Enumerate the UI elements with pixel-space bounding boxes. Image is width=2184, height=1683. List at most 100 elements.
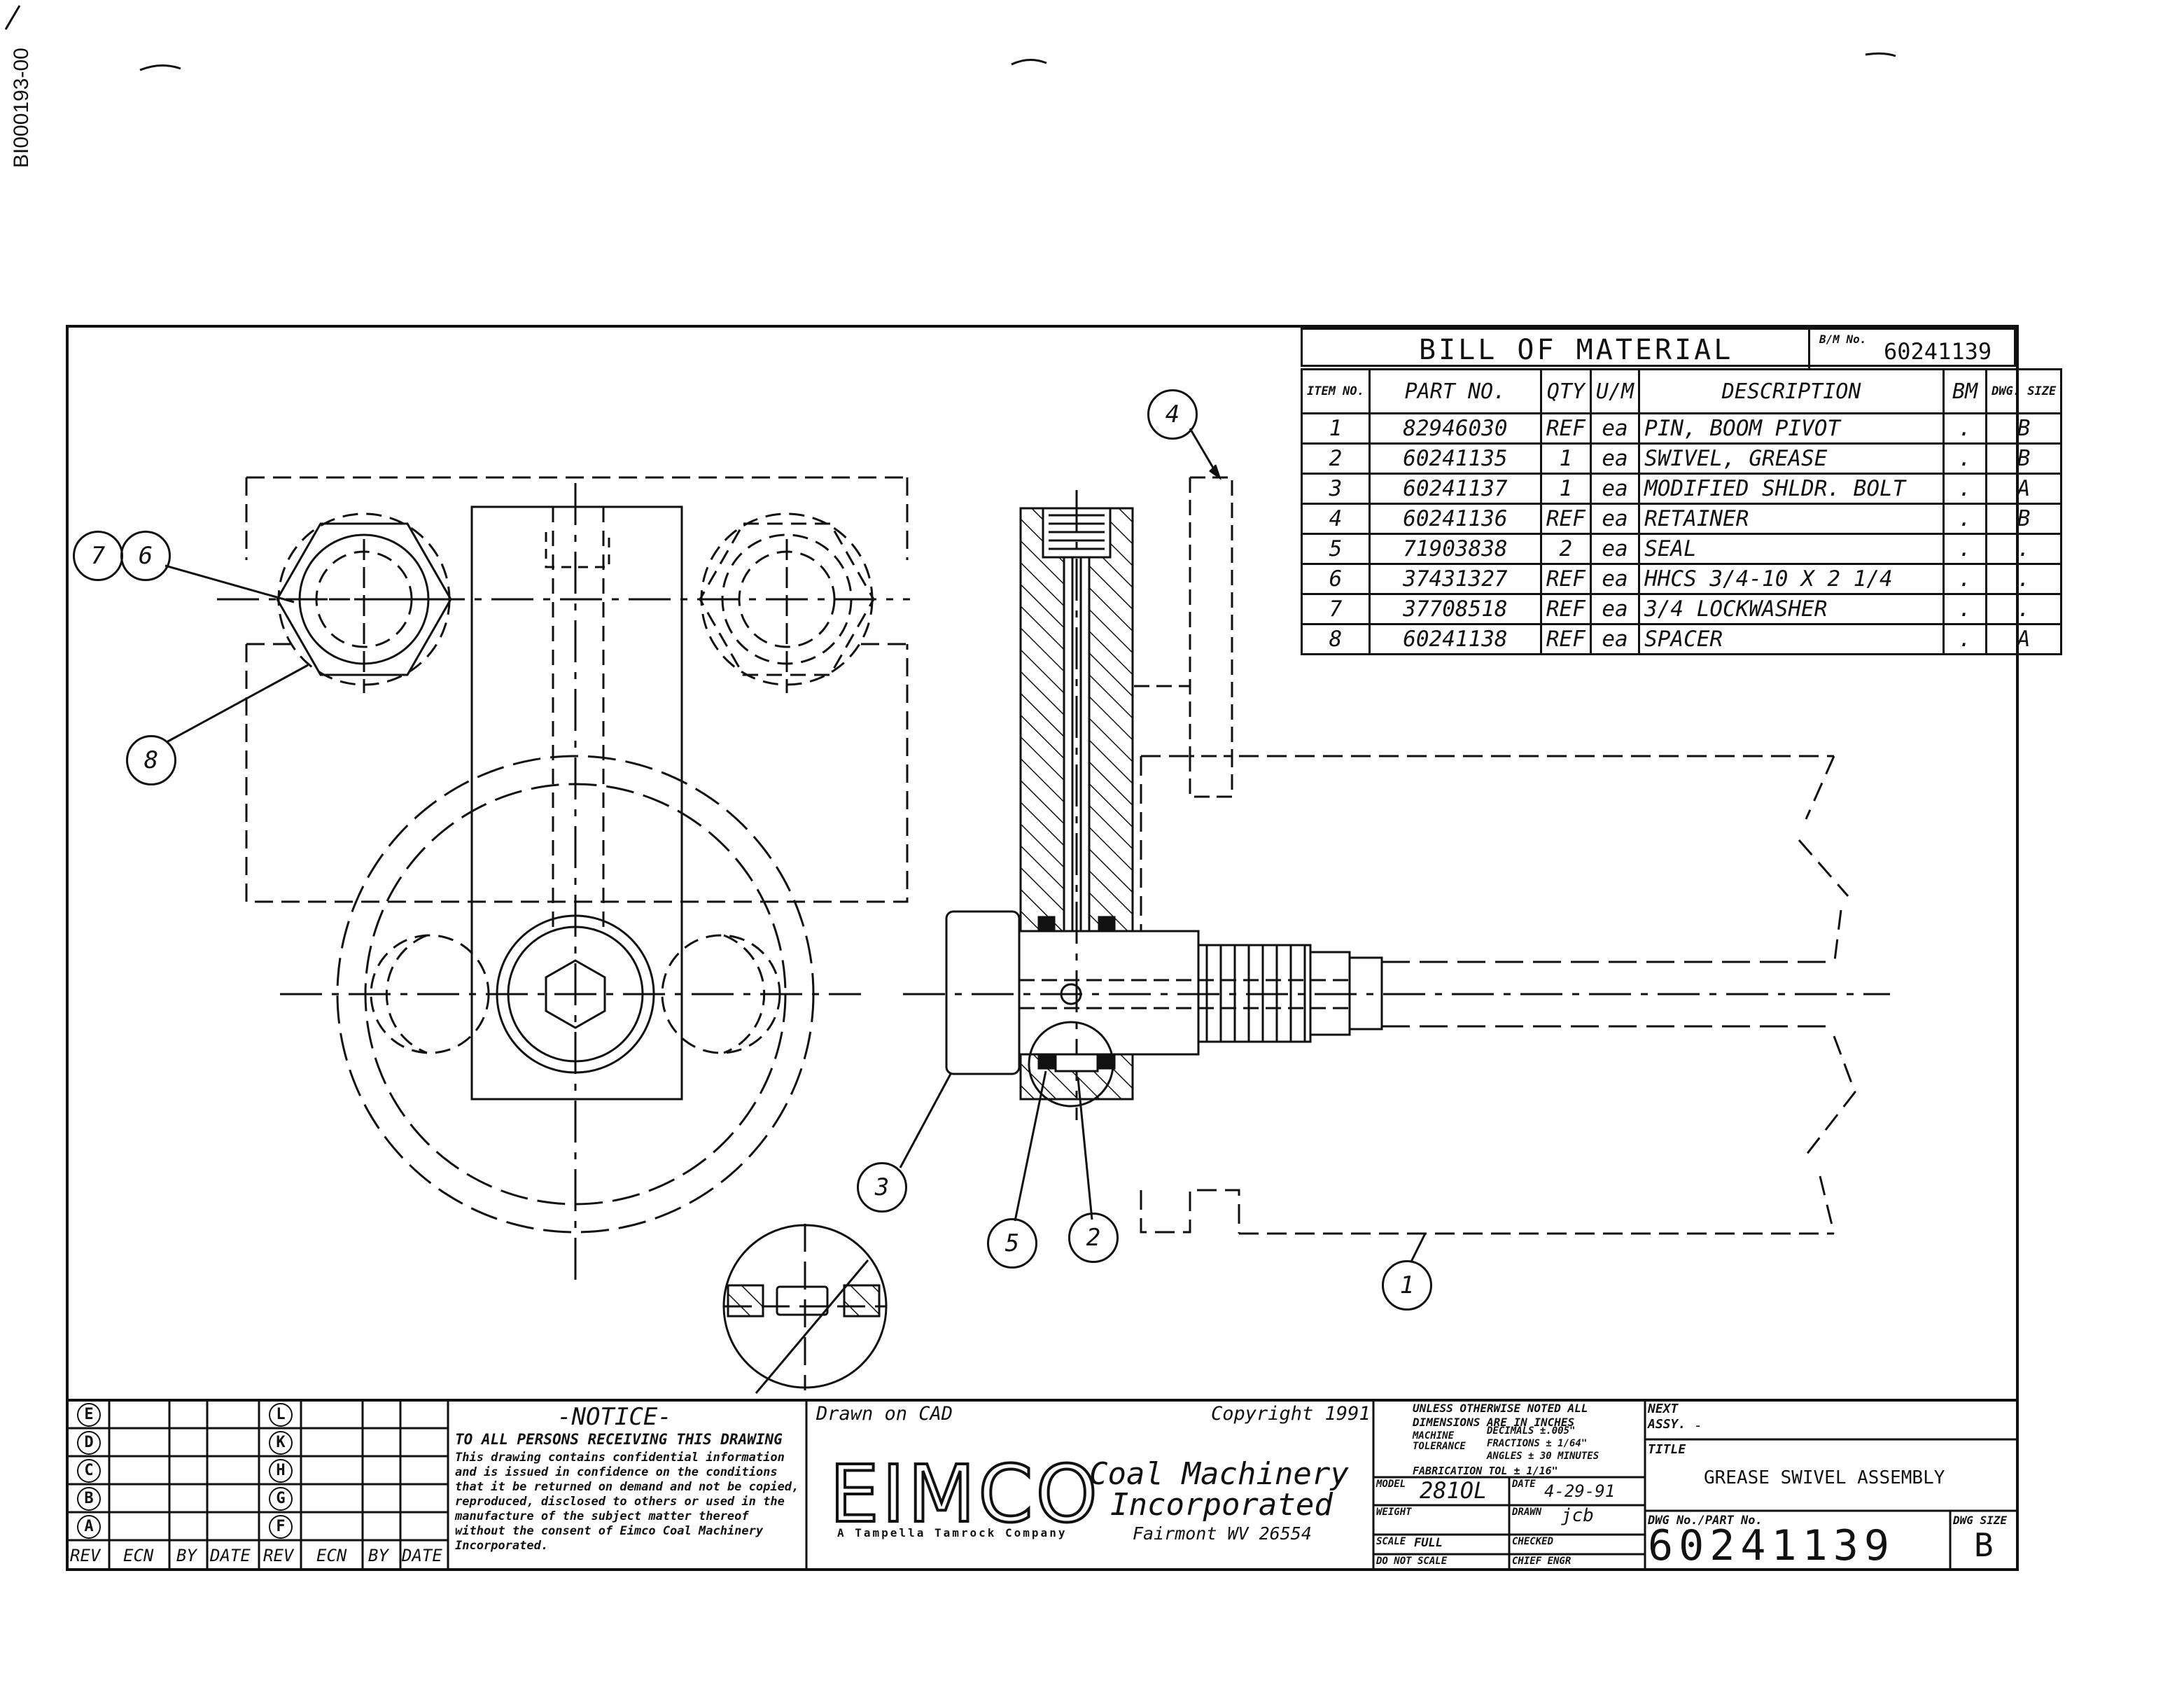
tolerance-angles: ANGLES ± 30 MINUTES [1487,1451,1600,1462]
tolerance-line1: UNLESS OTHERWISE NOTED ALL [1413,1402,1588,1415]
header-qty: QTY [1539,368,1592,414]
qty: REF [1539,623,1592,655]
spacer-outline [245,476,909,903]
bm: . [1942,593,1988,625]
table-row: 6 37431327 REF ea HHCS 3/4-10 X 2 1/4 . … [1301,563,2063,595]
qty: 1 [1539,473,1592,505]
model-value: 281OL [1420,1477,1488,1504]
rev-letter-b: B [77,1487,101,1511]
item-no: 5 [1301,533,1371,565]
tolerance-fractions: FRACTIONS ± 1/64" [1487,1438,1588,1449]
balloon-item-3: 3 [857,1162,907,1213]
copyright: Copyright 1991 [1211,1403,1371,1425]
header-description: DESCRIPTION [1638,368,1945,414]
qty: REF [1539,503,1592,535]
bom-title-bar: BILL OF MATERIAL B/M No. 60241139 [1301,328,2016,369]
item-no: 7 [1301,593,1371,625]
model-label: MODEL [1376,1479,1406,1490]
part-no: 60241137 [1368,473,1542,505]
next-assy-label: NEXT ASSY. [1648,1402,1686,1432]
do-not-scale: DO NOT SCALE [1376,1556,1448,1567]
bom-title: BILL OF MATERIAL [1419,334,1734,366]
balloon-item-8: 8 [126,735,176,785]
rev-letter-e: E [77,1403,101,1427]
scale-label: SCALE [1376,1536,1406,1547]
um: ea [1589,473,1641,505]
ecn-header: ECN [123,1546,154,1565]
header-part-no: PART NO. [1368,368,1542,414]
scale-value: FULL [1414,1536,1443,1550]
table-row: 8 60241138 REF ea SPACER . A [1301,623,2063,655]
company-tagline: A Tampella Tamrock Company [837,1526,1068,1539]
description: PIN, BOOM PIVOT [1638,412,1945,445]
detail-callout-circle [1028,1021,1114,1108]
um: ea [1589,623,1641,655]
rev-header: REV [70,1546,101,1565]
drawn-value: jcb [1561,1505,1594,1526]
dwg-size: . [1985,563,2063,595]
rev-letter-g: G [269,1487,293,1511]
dwg-size: A [1985,473,2063,505]
checked-label: CHECKED [1512,1536,1554,1547]
um: ea [1589,442,1641,475]
by-header-2: BY [368,1546,388,1565]
bm: . [1942,473,1988,505]
bom-header-row: ITEM NO. PART NO. QTY U/M DESCRIPTION BM… [1301,368,2063,414]
by-header: BY [176,1546,197,1565]
date-value: 4-29-91 [1544,1481,1616,1501]
drawing-title: GREASE SWIVEL ASSEMBLY [1704,1467,1945,1488]
part-no: 60241136 [1368,503,1542,535]
part-no: 60241135 [1368,442,1542,475]
dwg-size: B [1985,503,2063,535]
boom-pivot-circle [336,755,815,1234]
um: ea [1589,563,1641,595]
rev-letter-a: A [77,1515,101,1539]
description: SEAL [1638,533,1945,565]
item-no: 1 [1301,412,1371,445]
weight-label: WEIGHT [1376,1507,1412,1518]
qty: 2 [1539,533,1592,565]
pivot-arm [470,505,683,1101]
header-dwg-size: DWG. SIZE [1985,368,2063,414]
balloon-item-2: 2 [1068,1213,1119,1263]
dwg-no-label: DWG No./PART No. [1648,1514,1763,1528]
bm-no: 60241139 [1884,338,1992,365]
tolerance-decimals: DECIMALS ±.005" [1487,1425,1576,1437]
dwg-size: . [1985,533,2063,565]
item-no: 2 [1301,442,1371,475]
table-row: 2 60241135 1 ea SWIVEL, GREASE . B [1301,442,2063,475]
date-header: DATE [210,1546,251,1565]
dwg-size: . [1985,593,2063,625]
rev-header-2: REV [263,1546,294,1565]
table-row: 7 37708518 REF ea 3/4 LOCKWASHER . . [1301,593,2063,625]
notice-heading: TO ALL PERSONS RECEIVING THIS DRAWING [455,1431,783,1448]
rev-letter-k: K [269,1431,293,1455]
dwg-size: B [1985,412,2063,445]
drawn-label: DRAWN [1512,1507,1542,1518]
description: MODIFIED SHLDR. BOLT [1638,473,1945,505]
dwg-size-value: B [1974,1526,1994,1564]
bm: . [1942,563,1988,595]
part-no: 37708518 [1368,593,1542,625]
sheet-border [66,325,2019,1571]
machine-tolerance-label: MACHINE TOLERANCE [1413,1430,1466,1452]
table-row: 1 82946030 REF ea PIN, BOOM PIVOT . B [1301,412,2063,445]
rev-letter-f: F [269,1515,293,1539]
dwg-size: A [1985,623,2063,655]
notice-body: This drawing contains confidential infor… [455,1451,799,1553]
part-no: 82946030 [1368,412,1542,445]
description: SPACER [1638,623,1945,655]
um: ea [1589,593,1641,625]
boom-pivot-pin [1140,755,1834,1235]
chief-engr-label: CHIEF ENGR [1512,1556,1572,1567]
balloon-item-1: 1 [1382,1260,1432,1311]
dwg-size-label: DWG SIZE [1953,1514,2008,1527]
company-name-line2: Incorporated [1110,1487,1333,1523]
balloon-item-4: 4 [1147,389,1198,440]
part-no: 71903838 [1368,533,1542,565]
description: RETAINER [1638,503,1945,535]
qty: REF [1539,563,1592,595]
um: ea [1589,503,1641,535]
table-row: 3 60241137 1 ea MODIFIED SHLDR. BOLT . A [1301,473,2063,505]
